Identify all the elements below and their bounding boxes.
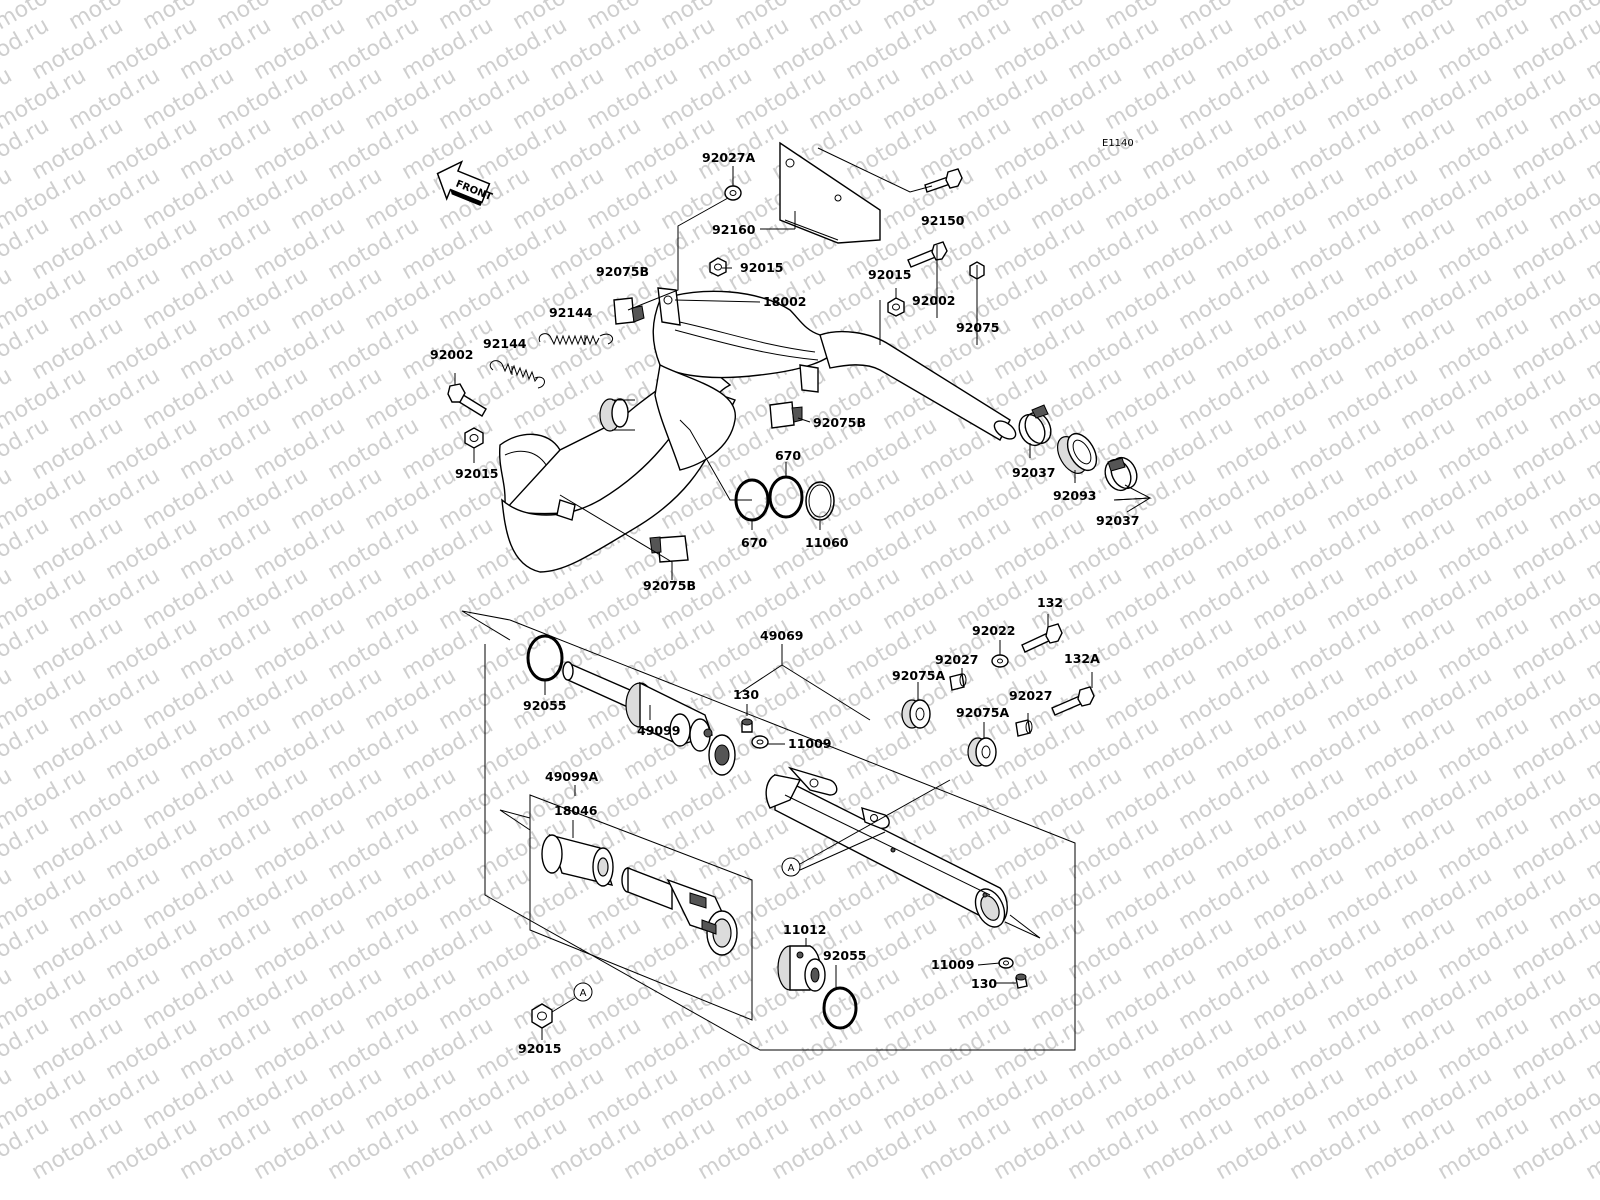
label-92027A: 92027A <box>702 150 755 165</box>
grommet-92075B-middle <box>769 401 803 429</box>
leader-lines <box>454 147 1152 1040</box>
grommet-92075A-b <box>967 737 997 767</box>
muffler-assembly-frame <box>484 619 1076 1051</box>
label-92144-upper: 92144 <box>549 305 593 320</box>
screw-130-top <box>741 718 753 733</box>
label-92055-left: 92055 <box>523 698 567 713</box>
label-92075B-lower: 92075B <box>643 578 696 593</box>
label-92160: 92160 <box>712 222 756 237</box>
grommet-92075B-top <box>613 297 645 325</box>
spring-92144-upper <box>538 333 613 346</box>
spring-92144-lower <box>489 360 545 389</box>
diagram-code: E1140 <box>1102 138 1134 149</box>
nut-92015-bottom <box>531 1003 553 1029</box>
label-92027-a: 92027 <box>935 652 979 667</box>
nut-92015-left <box>464 427 484 449</box>
label-92075B-top: 92075B <box>596 264 649 279</box>
label-92055-right: 92055 <box>823 948 867 963</box>
label-92022: 92022 <box>972 623 1016 638</box>
label-18046: 18046 <box>554 803 598 818</box>
nut-92015-right <box>887 297 905 317</box>
label-11012: 11012 <box>783 922 827 937</box>
label-11009-top: 11009 <box>788 736 832 751</box>
label-49069: 49069 <box>760 628 804 643</box>
screw-130-bottom <box>1015 973 1028 989</box>
silencer-inlet-49099 <box>562 661 736 776</box>
clamp-92037-a <box>1018 404 1052 447</box>
callout-marker-a-2: A <box>573 982 593 1002</box>
bolt-92150 <box>924 168 963 193</box>
label-92015-top: 92015 <box>740 260 784 275</box>
label-130-top: 130 <box>733 687 759 702</box>
bolt-132 <box>1021 623 1063 653</box>
label-132: 132 <box>1037 595 1063 610</box>
bolt-92002-left <box>447 383 487 417</box>
label-92093: 92093 <box>1053 488 1097 503</box>
label-670-b: 670 <box>775 448 801 463</box>
label-11060: 11060 <box>805 535 849 550</box>
svg-text:A: A <box>580 988 587 999</box>
label-92015-right: 92015 <box>868 267 912 282</box>
joint-92093 <box>1056 432 1098 474</box>
exhaust-pipe-18002 <box>498 287 1017 573</box>
label-670-a: 670 <box>741 535 767 550</box>
label-92027-b: 92027 <box>1009 688 1053 703</box>
gasket-11060 <box>805 481 835 521</box>
nut-92015-top <box>709 257 727 277</box>
silencer-core-frame <box>529 794 753 1021</box>
clamp-92037-b <box>1104 456 1138 492</box>
bolt-92002-right <box>907 241 948 268</box>
label-92002-right: 92002 <box>912 293 956 308</box>
label-11009-bottom: 11009 <box>931 957 975 972</box>
label-92075A-a: 92075A <box>892 668 945 683</box>
part-number-labels: 92027A 92160 92150 92075B 92015 92144 92… <box>430 150 1140 1056</box>
packing-18046 <box>541 834 614 887</box>
muffler-body-49069 <box>765 766 1008 928</box>
label-92150: 92150 <box>921 213 965 228</box>
washer-92027A <box>724 185 742 201</box>
label-49099A: 49099A <box>545 769 598 784</box>
end-cap-11012 <box>777 945 826 992</box>
washer-11009-top <box>751 735 769 749</box>
label-18002: 18002 <box>763 294 807 309</box>
o-ring-92055-right <box>822 986 858 1030</box>
label-92075: 92075 <box>956 320 1000 335</box>
label-130-bottom: 130 <box>971 976 997 991</box>
washer-92022 <box>991 654 1009 668</box>
callout-marker-a-1: A <box>781 857 801 877</box>
label-92015-left: 92015 <box>455 466 499 481</box>
washer-11009-bottom <box>998 957 1014 969</box>
label-92037-a: 92037 <box>1012 465 1056 480</box>
collar-92027-b <box>1015 719 1033 737</box>
svg-text:A: A <box>788 863 795 874</box>
heat-guard-92160 <box>779 141 881 244</box>
label-92075A-b: 92075A <box>956 705 1009 720</box>
label-92075B-middle: 92075B <box>813 415 866 430</box>
label-49099: 49099 <box>637 723 681 738</box>
grommet-92075A-a <box>901 699 931 729</box>
label-92037-b: 92037 <box>1096 513 1140 528</box>
label-92015-bottom: 92015 <box>518 1041 562 1056</box>
bolt-132A <box>1051 686 1095 716</box>
label-92002-left: 92002 <box>430 347 474 362</box>
label-92144-lower: 92144 <box>483 336 527 351</box>
silencer-core-pipe <box>621 866 738 956</box>
collar-92027-a <box>949 673 967 691</box>
label-132A: 132A <box>1064 651 1100 666</box>
